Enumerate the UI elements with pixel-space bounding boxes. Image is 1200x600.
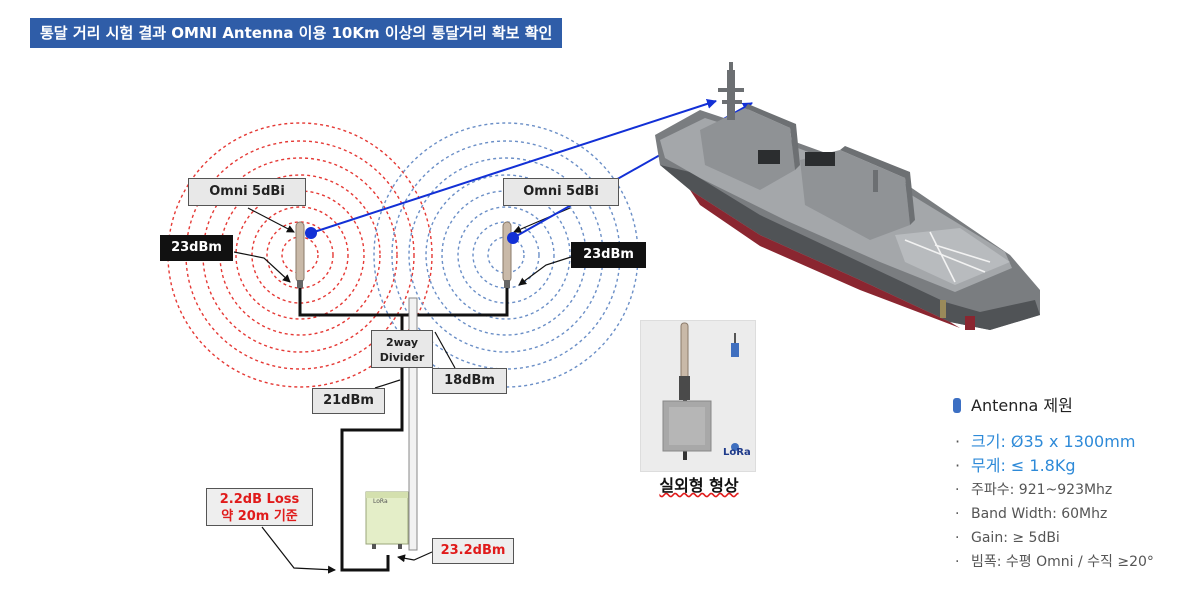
spec-item-beamwidth: 빔폭: 수평 Omni / 수직 ≥20° (953, 550, 1193, 574)
antenna-product-photo: LoRa (640, 320, 756, 472)
ship-illustration (655, 62, 1040, 330)
spec-item-frequency: 주파수: 921~923Mhz (953, 478, 1193, 502)
antenna-left-label: Omni 5dBi (188, 178, 306, 206)
page-title: 통달 거리 시험 결과 OMNI Antenna 이용 10Km 이상의 통달거… (30, 18, 563, 48)
spec-item-bandwidth: Band Width: 60Mhz (953, 502, 1193, 526)
svg-text:LoRa: LoRa (373, 498, 388, 505)
spec-title: Antenna 제원 (971, 396, 1073, 415)
divider-label-line2: Divider (379, 351, 425, 364)
feed-cables (298, 288, 509, 572)
spec-item-gain: Gain: ≥ 5dBi (953, 526, 1193, 550)
antenna-right-label: Omni 5dBi (503, 178, 619, 206)
antenna-product-image (662, 322, 739, 460)
right-antenna (502, 221, 512, 288)
mast-pole (408, 297, 418, 551)
cable-loss-line1: 2.2dB Loss (219, 492, 300, 507)
spec-item-weight: 무게: ≤ 1.8Kg (953, 454, 1193, 478)
cable-loss-line2: 약 20m 기준 (221, 509, 298, 524)
left-antenna (295, 221, 305, 288)
spec-list: 크기: Ø35 x 1300mm 무게: ≤ 1.8Kg 주파수: 921~92… (953, 430, 1193, 574)
spec-marker-icon (953, 398, 961, 413)
device-output-label: 23.2dBm (432, 538, 514, 564)
divider-label-line1: 2way (385, 336, 419, 349)
lora-logo: LoRa (723, 447, 751, 458)
leader-lines (233, 207, 572, 574)
photo-caption: 실외형 형상 (659, 476, 739, 495)
lora-device: LoRa (365, 491, 409, 549)
divider-output-label: 18dBm (432, 368, 507, 394)
power-right-label: 23dBm (571, 242, 646, 268)
divider-input-label: 21dBm (312, 388, 385, 414)
spec-item-size: 크기: Ø35 x 1300mm (953, 430, 1193, 454)
antenna-spec-panel: Antenna 제원 크기: Ø35 x 1300mm 무게: ≤ 1.8Kg … (953, 394, 1193, 574)
two-way-divider: 2way Divider (371, 330, 433, 368)
cable-loss-label: 2.2dB Loss 약 20m 기준 (206, 488, 313, 526)
power-left-label: 23dBm (160, 235, 233, 261)
